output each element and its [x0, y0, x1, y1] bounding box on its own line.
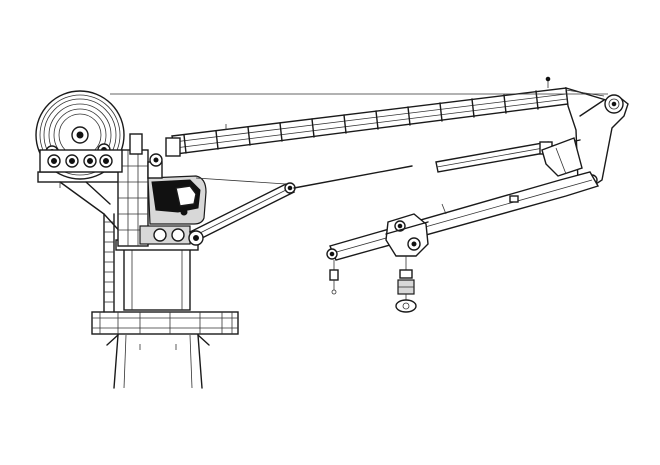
boom-tip-knuckle — [565, 87, 629, 189]
hook-housing — [385, 213, 429, 257]
knuckle-boom — [326, 137, 600, 261]
operator-cab — [147, 161, 207, 225]
tie-rod — [110, 93, 608, 189]
luffing-cylinder — [188, 182, 296, 246]
hook-block — [329, 256, 417, 313]
pedestal — [106, 239, 210, 389]
main-boom — [149, 76, 569, 167]
platform — [91, 311, 239, 350]
winch-drum — [35, 90, 125, 180]
ladder — [103, 213, 115, 313]
